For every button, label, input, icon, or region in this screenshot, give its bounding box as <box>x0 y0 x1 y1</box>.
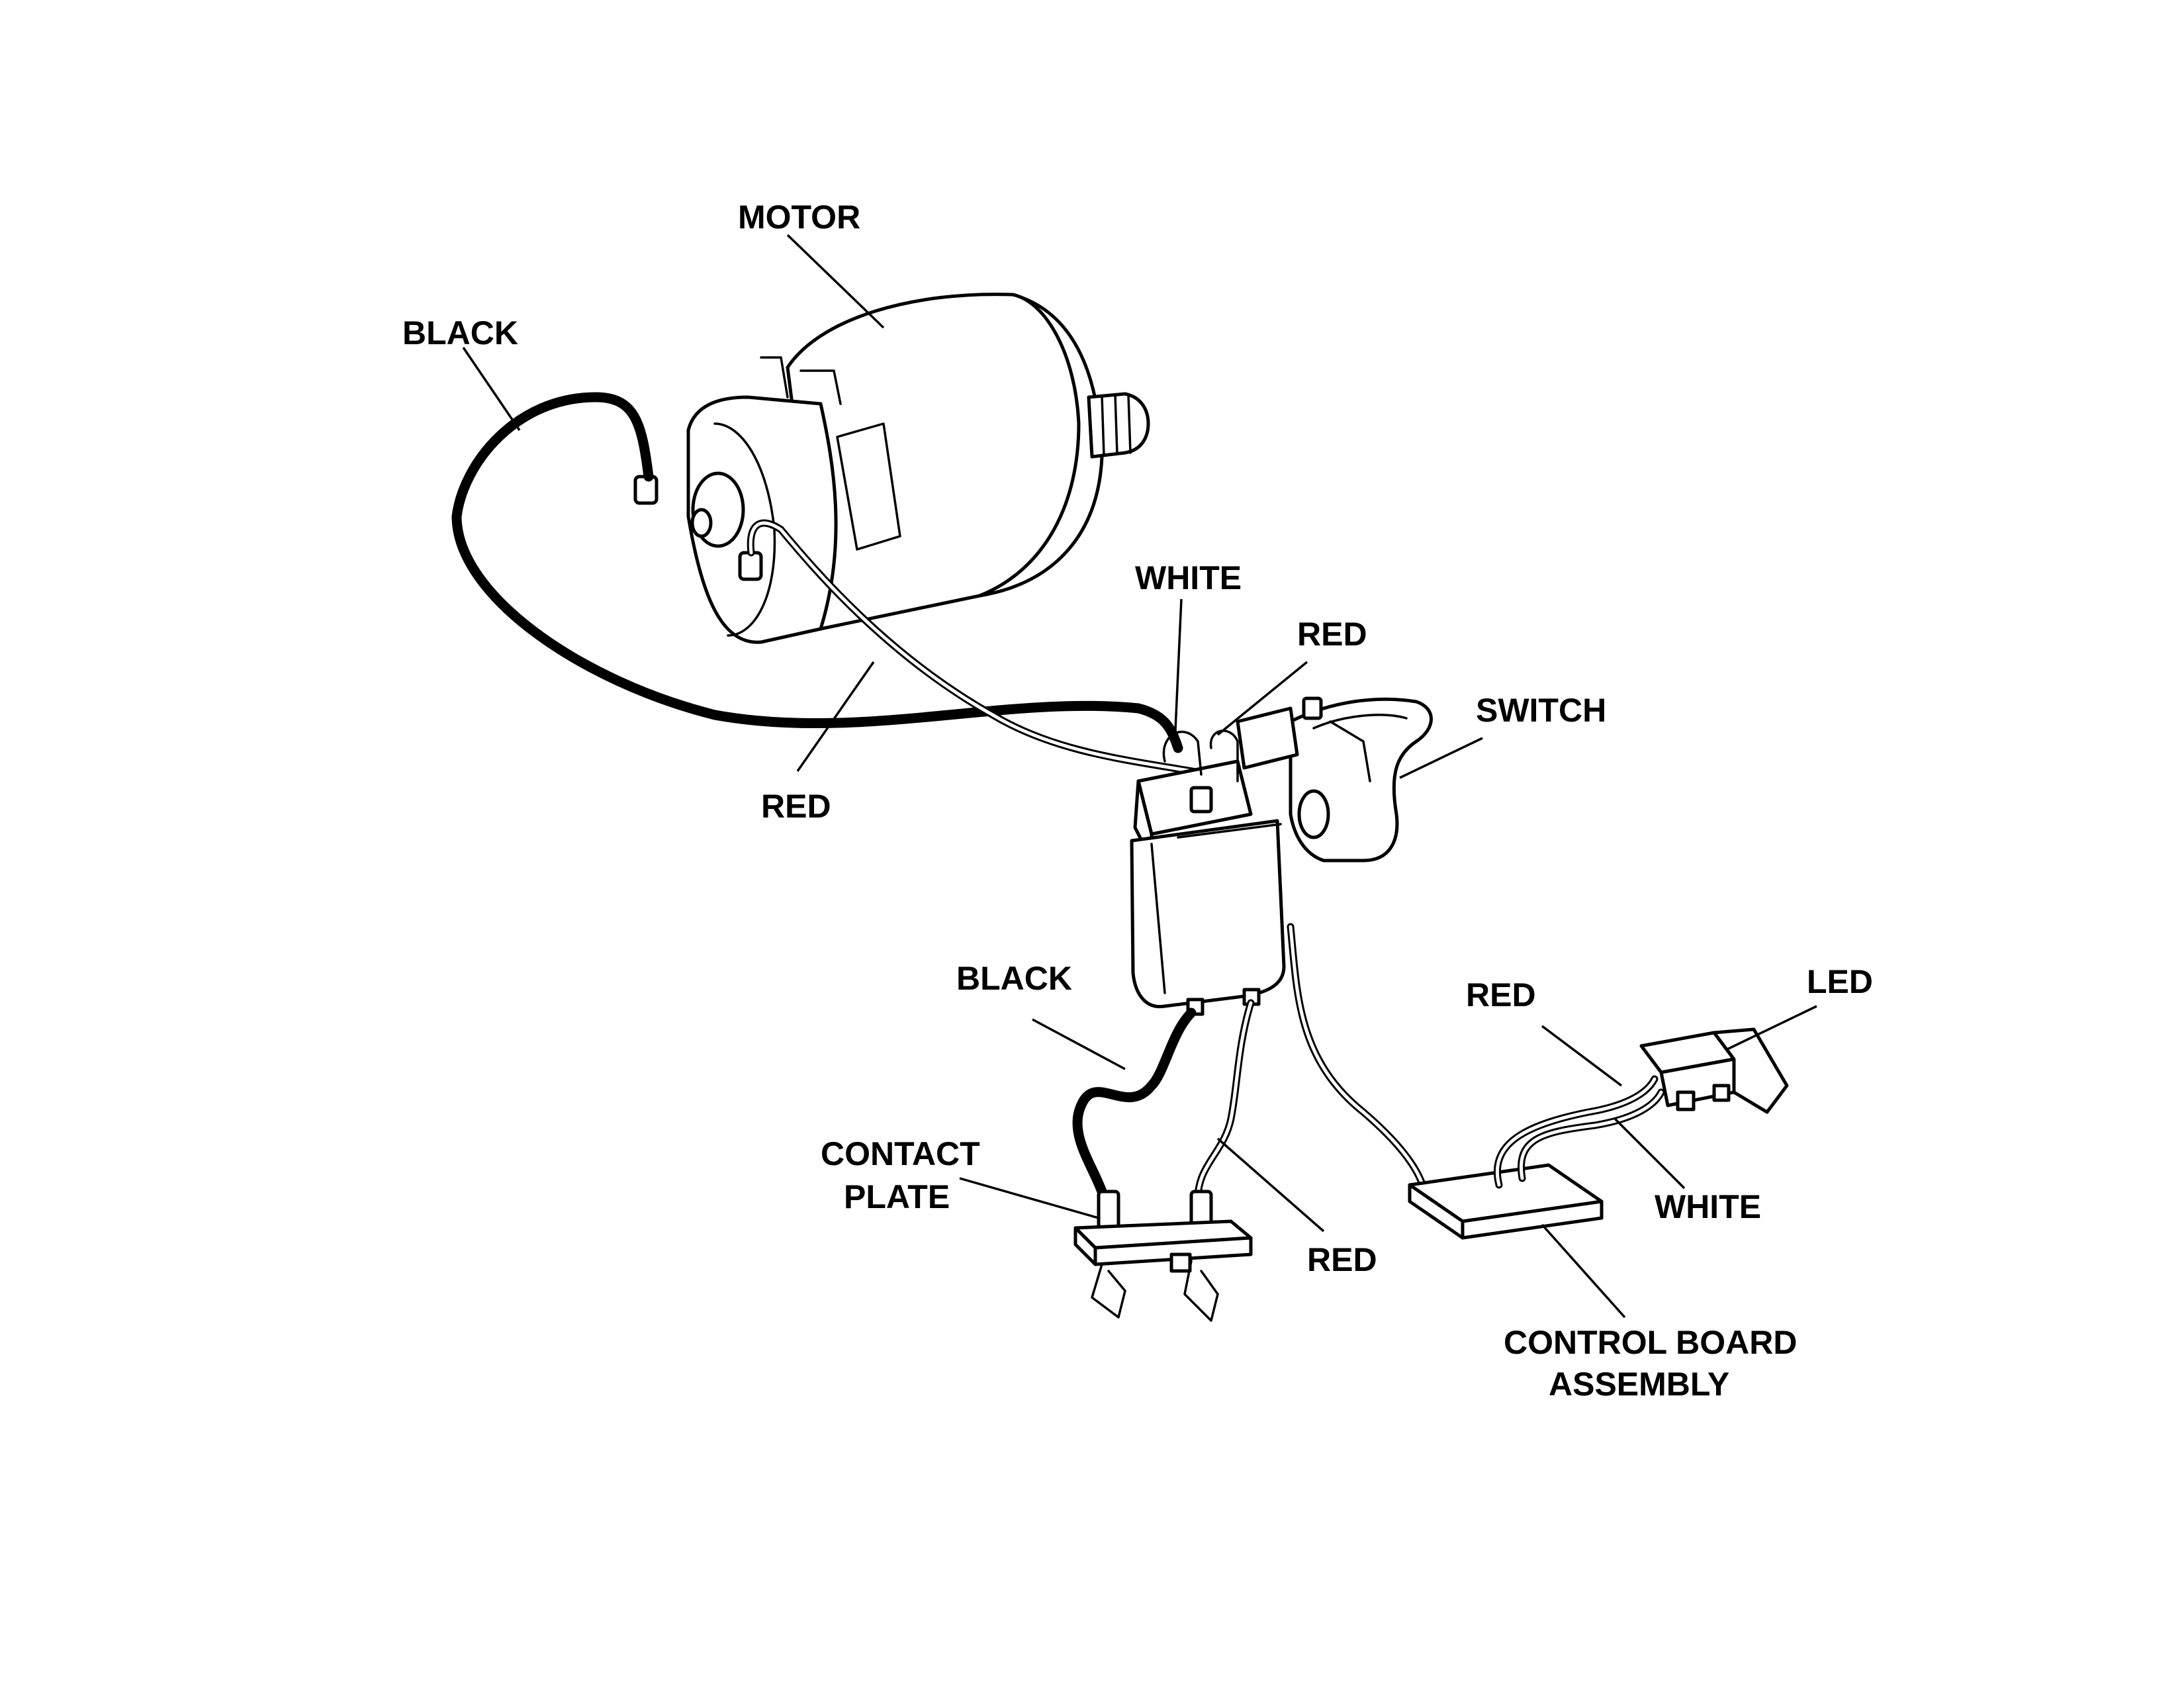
label-white-top: WHITE <box>1135 559 1242 596</box>
label-contact-plate-line2: PLATE <box>844 1178 950 1215</box>
motor <box>633 293 1150 644</box>
control-board <box>1408 1163 1604 1240</box>
label-red-switch: RED <box>1297 616 1367 653</box>
label-control-board-line2: ASSEMBLY <box>1549 1366 1729 1403</box>
leader-red-motor <box>796 661 875 773</box>
label-motor: MOTOR <box>738 199 860 236</box>
label-switch: SWITCH <box>1476 692 1606 729</box>
leader-red-bottom <box>1216 1137 1325 1233</box>
leader-white-top <box>1173 598 1183 745</box>
label-black-top: BLACK <box>402 314 518 352</box>
label-red-bottom: RED <box>1307 1241 1377 1278</box>
leader-black-top <box>462 347 521 431</box>
label-white-led: WHITE <box>1655 1188 1761 1225</box>
leader-black-bottom <box>1032 1018 1126 1070</box>
led <box>1639 1027 1789 1114</box>
label-control-board-line1: CONTROL BOARD <box>1504 1324 1797 1361</box>
label-red-led: RED <box>1466 976 1536 1013</box>
switch <box>1130 696 1433 1016</box>
leader-contact-plate <box>959 1177 1099 1219</box>
leader-red-led <box>1541 1025 1623 1087</box>
leader-red-switch <box>1216 661 1308 736</box>
leader-white-led <box>1614 1117 1686 1190</box>
label-led: LED <box>1807 963 1873 1000</box>
label-contact-plate-line1: CONTACT <box>821 1135 980 1172</box>
black-wire-motor <box>451 392 1183 753</box>
leader-control-board <box>1541 1223 1626 1319</box>
contact-plate <box>1073 1190 1253 1322</box>
black-wire-bottom <box>1072 1008 1197 1197</box>
leader-led <box>1727 1005 1817 1051</box>
label-black-bottom: BLACK <box>956 960 1072 997</box>
leader-motor <box>786 234 885 329</box>
leader-switch <box>1399 737 1483 779</box>
label-red-motor: RED <box>761 788 831 825</box>
